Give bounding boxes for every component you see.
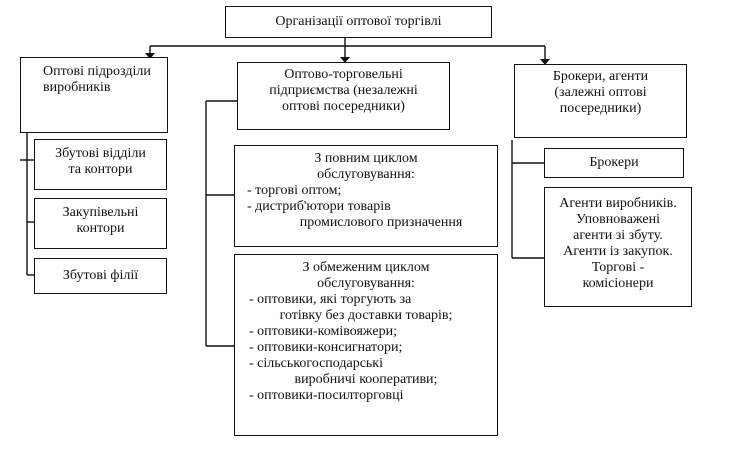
agents-box: Агенти виробників. Уповноважені агенти з…	[544, 187, 692, 307]
middle-head-line-1: Оптово-торговельні	[284, 67, 403, 82]
purchase-offices-line-1: Закупівельні	[62, 205, 139, 220]
purchase-offices-line-2: контори	[76, 221, 125, 236]
middle-head-line-2: підприємства (незалежні	[269, 83, 418, 98]
root-label: Організації оптової торгівлі	[275, 14, 442, 29]
limited-cycle-line-6: виробничі кооперативи;	[294, 372, 438, 387]
sales-branches-box: Збутові філії	[34, 258, 167, 294]
limited-cycle-head-1: З обмеженим циклом	[302, 260, 430, 275]
brokers-label: Брокери	[589, 155, 639, 170]
limited-cycle-line-7: - оптовики-посилторговці	[249, 388, 404, 403]
middle-head-box: Оптово-торговельні підприємства (незалеж…	[237, 62, 450, 130]
middle-head-line-3: оптові посередники)	[282, 99, 405, 114]
limited-cycle-line-4: - оптовики-консигнатори;	[249, 340, 403, 355]
sales-branches-line-1: Збутові філії	[62, 268, 139, 283]
full-cycle-item-2: - дистриб'ютори товарів	[247, 199, 391, 214]
sales-offices-box: Збутові відділи та контори	[34, 139, 167, 190]
right-head-box: Брокери, агенти (залежні оптові посередн…	[514, 64, 687, 138]
arrow-middle	[340, 57, 350, 63]
agents-line-6: комісіонери	[582, 276, 654, 291]
right-head-line-1: Брокери, агенти	[552, 69, 649, 84]
agents-line-2: Уповноважені	[576, 212, 660, 227]
limited-cycle-line-1: - оптовики, які торгують за	[249, 292, 412, 307]
arrow-left	[145, 53, 155, 59]
right-head-line-2: (залежні оптові	[554, 85, 647, 100]
full-cycle-box: З повним циклом обслуговування: - торгов…	[234, 145, 498, 247]
left-head-line-1: Оптові підрозділи	[43, 64, 151, 79]
sales-offices-line-2: та контори	[68, 162, 133, 177]
limited-cycle-line-5: - сільськогосподарські	[249, 356, 383, 371]
root-box: Організації оптової торгівлі	[225, 6, 492, 38]
purchase-offices-box: Закупівельні контори	[34, 198, 167, 249]
full-cycle-head-1: З повним циклом	[314, 151, 418, 166]
limited-cycle-line-3: - оптовики-комівояжери;	[249, 324, 397, 339]
agents-line-1: Агенти виробників.	[559, 196, 677, 211]
left-head-box: Оптові підрозділи виробників	[20, 57, 168, 133]
sales-offices-line-1: Збутові відділи	[55, 146, 146, 161]
full-cycle-item-1: - торгові оптом;	[247, 183, 342, 198]
limited-cycle-head-2: обслуговування:	[317, 276, 415, 291]
agents-line-5: Торгові -	[591, 260, 645, 275]
arrow-right	[540, 59, 550, 65]
right-head-line-3: посередники)	[559, 101, 642, 116]
limited-cycle-box: З обмеженим циклом обслуговування: - опт…	[234, 254, 498, 436]
brokers-box: Брокери	[544, 148, 684, 178]
agents-line-3: агенти зі збуту.	[573, 228, 663, 243]
full-cycle-item-3: промислового призначення	[299, 215, 463, 230]
left-head-line-2: виробників	[43, 80, 111, 95]
agents-line-4: Агенти із закупок.	[563, 244, 673, 259]
limited-cycle-line-2: готівку без доставки товарів;	[279, 308, 453, 323]
full-cycle-head-2: обслуговування:	[317, 167, 415, 182]
